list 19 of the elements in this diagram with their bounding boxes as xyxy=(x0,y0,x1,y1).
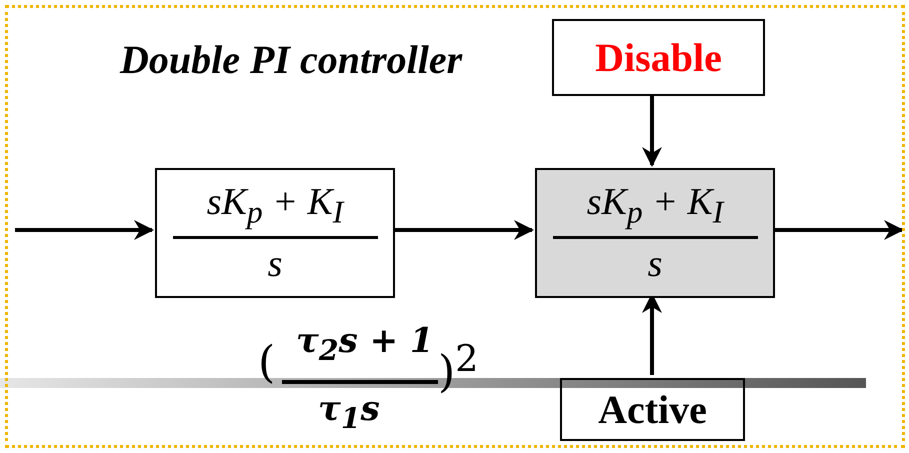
dotted-frame xyxy=(5,5,905,448)
transfer-function-block xyxy=(155,168,395,298)
arrow xyxy=(392,220,534,240)
active-block xyxy=(560,378,745,441)
denominator: s xyxy=(648,245,662,284)
numerator: sK$_{p}$ + K$_{I}$ xyxy=(206,182,344,228)
numerator: sK$_{p}$ + K$_{I}$ xyxy=(586,182,724,228)
frame-heading: Double PI controller xyxy=(120,36,462,83)
denominator: s xyxy=(268,245,282,284)
parenthesis: )$^{2}$ xyxy=(438,341,478,395)
arrow xyxy=(15,220,154,240)
formula-denominator: τ$_{1}$s xyxy=(318,392,380,432)
transfer-function-block xyxy=(535,168,775,298)
parenthesis: ( xyxy=(258,341,276,385)
disable-block xyxy=(552,19,765,96)
block-label: Disable xyxy=(595,34,722,81)
block-label: Active xyxy=(598,386,707,433)
formula-numerator: τ$_{2}$s + 1 xyxy=(296,324,434,364)
arrow xyxy=(772,220,904,240)
